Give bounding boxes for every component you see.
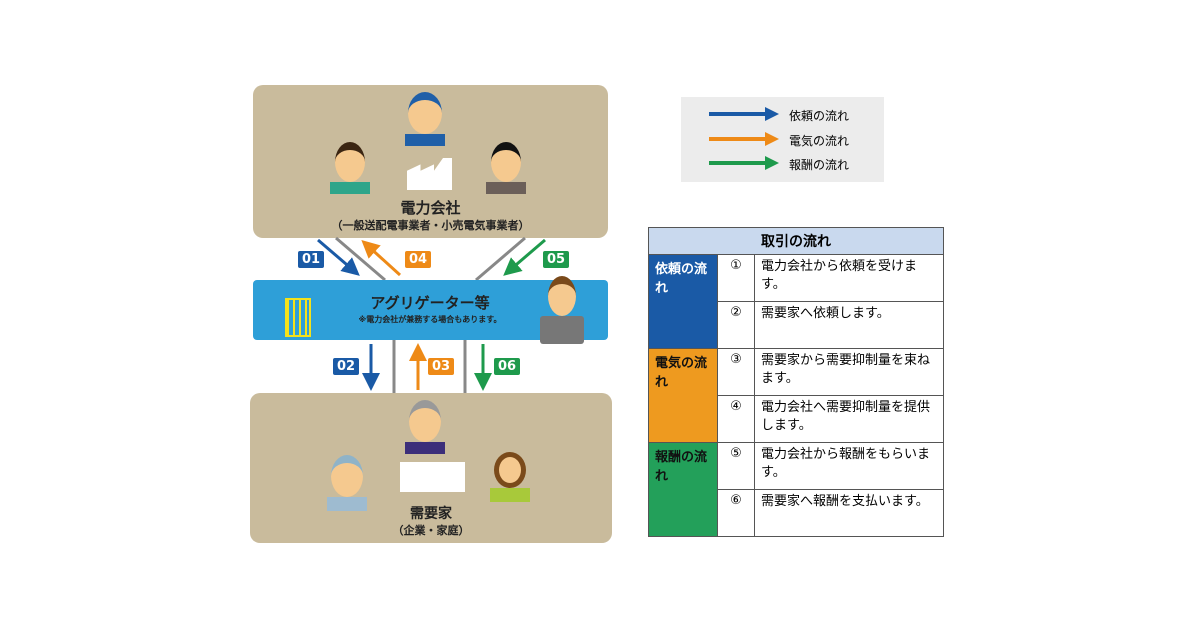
category-request: 依頼の流れ bbox=[648, 254, 718, 349]
consumer-subtitle: （企業・家庭） bbox=[392, 524, 470, 537]
blue-arrow-icon bbox=[709, 107, 779, 121]
company-subtitle: （一般送配電事業者・小売電気事業者） bbox=[331, 219, 530, 232]
office-building-icon bbox=[400, 462, 465, 492]
row-text: 電力会社から報酬をもらいます。 bbox=[754, 442, 944, 490]
building-antenna-icon bbox=[285, 298, 311, 337]
legend: 依頼の流れ 電気の流れ 報酬の流れ bbox=[681, 97, 884, 182]
row-number: ⑥ bbox=[717, 489, 755, 537]
badge-01: 01 bbox=[298, 251, 325, 268]
row-text: 需要家へ依頼します。 bbox=[754, 301, 944, 349]
connector-line bbox=[335, 236, 386, 282]
badge-06: 06 bbox=[494, 358, 521, 375]
aggregator-title: アグリゲーター等 bbox=[370, 294, 490, 312]
legend-request: 依頼の流れ bbox=[789, 109, 850, 123]
orange-arrow-icon bbox=[709, 132, 779, 146]
row-text: 電力会社から依頼を受けます。 bbox=[754, 254, 944, 302]
employee-avatar bbox=[486, 142, 526, 194]
consumer-title: 需要家 bbox=[410, 506, 452, 522]
badge-05: 05 bbox=[543, 251, 570, 268]
woman-avatar bbox=[490, 452, 530, 502]
arrow-04 bbox=[361, 239, 402, 277]
arrow-05 bbox=[503, 238, 546, 276]
connector-line bbox=[475, 236, 526, 282]
category-reward: 報酬の流れ bbox=[648, 442, 718, 537]
worker-avatar bbox=[405, 92, 445, 146]
row-number: ⑤ bbox=[717, 442, 755, 490]
badge-03: 03 bbox=[428, 358, 455, 375]
elderly-man-avatar bbox=[405, 400, 445, 454]
row-text: 需要家から需要抑制量を束ねます。 bbox=[754, 348, 944, 396]
badge-02: 02 bbox=[333, 358, 360, 375]
company-title: 電力会社 bbox=[400, 199, 461, 217]
row-number: ③ bbox=[717, 348, 755, 396]
legend-reward: 報酬の流れ bbox=[789, 158, 850, 172]
factory-worker-avatar bbox=[327, 455, 367, 511]
green-arrow-icon bbox=[709, 156, 779, 170]
arrow-01 bbox=[317, 238, 360, 276]
row-number: ① bbox=[717, 254, 755, 302]
legend-power: 電気の流れ bbox=[789, 134, 850, 148]
employee-avatar bbox=[330, 142, 370, 194]
row-number: ② bbox=[717, 301, 755, 349]
aggregator-note: ※電力会社が兼務する場合もあります。 bbox=[358, 315, 502, 324]
operator-laptop-icon bbox=[540, 276, 585, 346]
category-power: 電気の流れ bbox=[648, 348, 718, 443]
table-header: 取引の流れ bbox=[648, 227, 944, 255]
badge-04: 04 bbox=[405, 251, 432, 268]
row-number: ④ bbox=[717, 395, 755, 443]
row-text: 電力会社へ需要抑制量を提供します。 bbox=[754, 395, 944, 443]
row-text: 需要家へ報酬を支払います。 bbox=[754, 489, 944, 537]
